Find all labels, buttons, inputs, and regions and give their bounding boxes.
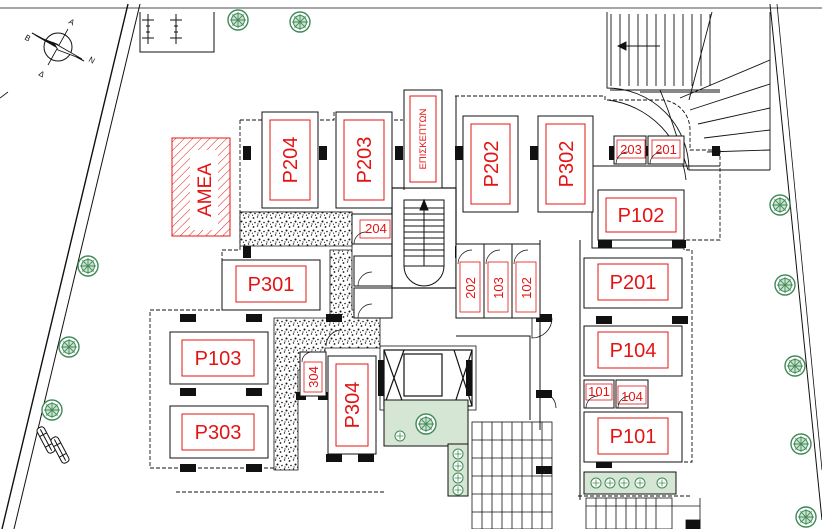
parking-label-p101: P101 (610, 426, 657, 448)
storage-rooms-small-core (353, 255, 393, 319)
parking-space-p302: P302 (537, 115, 594, 213)
visitor-parking-label: ΕΠΙΣΚΕΠΤΩΝ (418, 108, 429, 169)
storage-label-102: 102 (519, 277, 534, 299)
storage-room-101: 101 (583, 379, 615, 409)
parking-label-p202: P202 (481, 141, 503, 188)
storage-room-102: 102 (511, 243, 541, 319)
shrub-icon (452, 448, 464, 460)
parking-label-p102: P102 (618, 205, 665, 227)
storage-label-201: 201 (655, 142, 677, 157)
shrub-icon (618, 477, 630, 489)
entrance-stairs (471, 421, 701, 529)
parking-label-p201: P201 (610, 272, 657, 294)
parking-label-p303: P303 (195, 422, 242, 444)
storage-room-104: 104 (615, 379, 649, 409)
compass-label-b: B (23, 33, 32, 43)
storage-room-202: 202 (455, 243, 485, 319)
tree-icon (790, 433, 812, 455)
storage-label-203: 203 (620, 142, 642, 157)
storage-label-101: 101 (588, 384, 610, 399)
shrub-icon (452, 460, 464, 472)
storage-room-304: 304 (299, 351, 327, 397)
shrub-icon (604, 477, 616, 489)
motorbike-parking-left (36, 426, 70, 464)
storage-label-204: 204 (365, 221, 387, 236)
tree-icon (77, 255, 99, 277)
compass-label-a: A (67, 17, 77, 28)
compass-label-n: N (87, 55, 97, 66)
shrub-icon (452, 472, 464, 484)
storage-label-104: 104 (621, 389, 643, 404)
storage-room-103: 103 (483, 243, 513, 319)
compass-label-d: Δ (37, 69, 47, 80)
north-arrow: B A Δ N (23, 17, 97, 80)
planters (383, 399, 677, 497)
tree-icon (795, 506, 817, 528)
parking-space-p202: P202 (462, 115, 519, 213)
parking-space-p104: P104 (583, 325, 683, 377)
parking-space-p103: P103 (169, 331, 269, 385)
parking-space-p201: P201 (583, 257, 683, 309)
storage-room-203: 203 (613, 135, 647, 165)
parking-label-p104: P104 (610, 340, 657, 362)
accessible-parking-label: ΑΜΕΑ (195, 163, 216, 217)
parking-label-p103: P103 (195, 348, 242, 370)
parking-space-p301: P301 (221, 259, 321, 311)
parking-space-p101: P101 (583, 411, 683, 463)
tree-icon (227, 9, 249, 31)
gravel-areas (239, 211, 381, 471)
trees (41, 9, 817, 528)
parking-label-p304: P304 (342, 382, 364, 429)
doors (325, 317, 557, 409)
shrub-icon (590, 477, 602, 489)
parking-label-p203: P203 (354, 137, 376, 184)
storage-room-204: 204 (351, 213, 393, 245)
tree-icon (784, 355, 806, 377)
tree-icon (41, 399, 63, 421)
parking-label-p302: P302 (556, 141, 578, 188)
storage-label-304: 304 (306, 366, 321, 388)
shrub-icon (634, 477, 646, 489)
spiral-ramp (606, 11, 771, 181)
parking-space-p204: P204 (261, 111, 319, 209)
parking-space-p304: P304 (327, 355, 377, 455)
site-boundary (0, 3, 822, 529)
accessible-parking-space: ΑΜΕΑ (171, 137, 231, 237)
parking-space-p303: P303 (169, 405, 269, 459)
parking-space-p203: P203 (335, 111, 393, 209)
stair-core (391, 187, 457, 289)
tree-icon (289, 11, 311, 33)
parking-label-p204: P204 (280, 137, 302, 184)
tree-icon (774, 274, 796, 296)
motorbike-parking-top (139, 12, 215, 53)
storage-room-201: 201 (647, 135, 685, 165)
shrub-icon (656, 477, 668, 489)
shrub-icon (394, 430, 406, 442)
visitor-parking-space: ΕΠΙΣΚΕΠΤΩΝ (403, 89, 443, 189)
tree-icon (58, 336, 80, 358)
tree-icon (415, 413, 437, 435)
storage-label-202: 202 (463, 277, 478, 299)
parking-label-p301: P301 (248, 274, 295, 296)
tree-icon (769, 194, 791, 216)
parking-space-p102: P102 (597, 189, 685, 241)
shrub-icon (452, 484, 464, 496)
storage-label-103: 103 (491, 277, 506, 299)
